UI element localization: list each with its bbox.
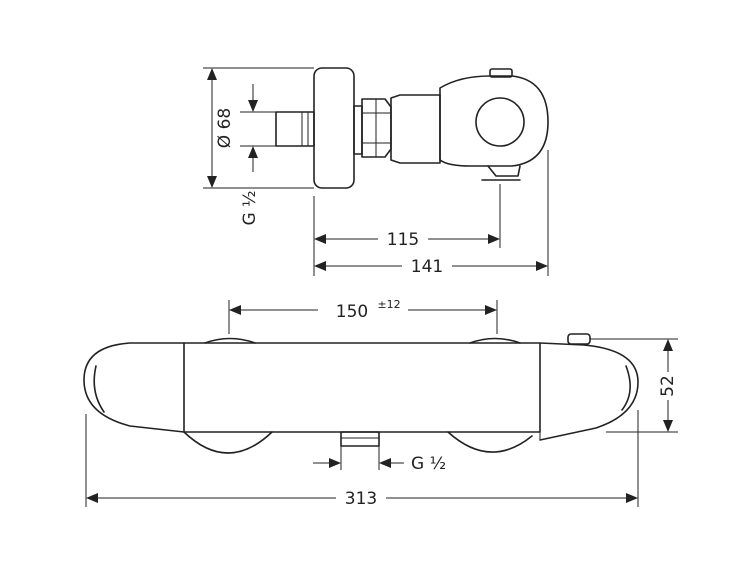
top-cap [489, 68, 513, 78]
right-bottom-bump [447, 431, 533, 453]
right-top-bump [469, 337, 521, 344]
left-end-cap [83, 342, 185, 433]
spacing-tolerance-label: ±12 [377, 298, 400, 311]
depth-141-label: 141 [411, 257, 443, 277]
right-end-cap [539, 342, 639, 441]
height-label: 52 [658, 375, 678, 397]
outlet [340, 431, 380, 447]
depth-115-label: 115 [387, 230, 419, 250]
left-cap-inner [93, 365, 105, 413]
diameter-label: Ø 68 [215, 108, 235, 148]
left-top-bump [204, 337, 256, 344]
front-view [83, 333, 639, 454]
control-knob-circle [475, 97, 525, 147]
spacing-dimension: 150 ±12 [228, 298, 498, 334]
valve-neck [390, 94, 441, 164]
bottom-thread-dimension: G ½ [313, 446, 446, 474]
main-body [183, 342, 541, 433]
side-thread-label: G ½ [240, 190, 260, 225]
right-cap-inner [621, 365, 631, 411]
depth-dimensions: 115 141 [313, 150, 549, 277]
width-label: 313 [345, 489, 377, 509]
valve-head [439, 75, 549, 167]
side-thread-dimension: G ½ [240, 84, 276, 226]
height-dimension: 52 [590, 338, 678, 433]
left-bottom-bump [183, 431, 273, 454]
bottom-spout [487, 165, 521, 177]
temperature-stop-button [567, 333, 591, 345]
bottom-thread-label: G ½ [411, 454, 446, 474]
spacing-label: 150 [336, 302, 368, 322]
wall-flange [313, 67, 355, 189]
flange-connector [353, 105, 363, 155]
side-view [275, 67, 549, 189]
width-dimension: 313 [85, 410, 639, 509]
diameter-dimension: Ø 68 [203, 67, 314, 189]
